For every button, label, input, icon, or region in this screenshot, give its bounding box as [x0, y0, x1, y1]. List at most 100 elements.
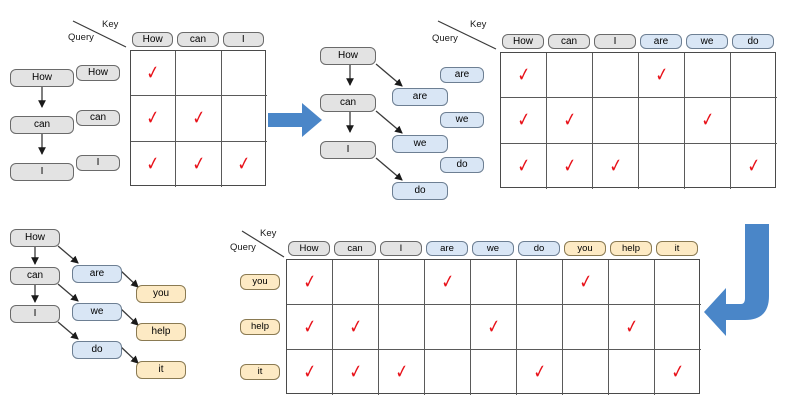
matrix-cell[interactable]	[731, 98, 777, 144]
check-icon: ✓	[301, 314, 318, 339]
check-icon: ✓	[670, 360, 686, 384]
check-icon: ✓	[301, 269, 318, 294]
matrix-cell[interactable]	[176, 51, 222, 97]
matrix-cell[interactable]	[639, 98, 685, 144]
query-label-are: are	[440, 66, 484, 83]
matrix-cell[interactable]: ✓	[287, 305, 333, 350]
key-header-we: we	[472, 241, 514, 256]
matrix-cell[interactable]: ✓	[563, 260, 609, 305]
matrix-cell[interactable]: ✓	[379, 350, 425, 395]
matrix-cell[interactable]: ✓	[287, 350, 333, 395]
matrix-cell[interactable]	[425, 350, 471, 395]
check-icon: ✓	[190, 106, 207, 130]
tree-node-how: How	[320, 47, 376, 65]
matrix-cell[interactable]: ✓	[501, 98, 547, 144]
matrix-cell[interactable]: ✓	[176, 141, 222, 187]
matrix-cell[interactable]	[593, 53, 639, 99]
matrix-cell[interactable]: ✓	[131, 141, 177, 187]
panel-3-key-query-header: Key Query	[230, 228, 286, 258]
matrix-cell[interactable]: ✓	[547, 143, 593, 189]
tree-node-can: can	[10, 116, 74, 134]
matrix-cell[interactable]	[471, 260, 517, 305]
panel-1-tree: How can I	[0, 55, 120, 185]
matrix-cell[interactable]: ✓	[425, 260, 471, 305]
check-icon: ✓	[577, 269, 594, 294]
check-icon: ✓	[515, 108, 532, 132]
matrix-cell[interactable]: ✓	[517, 350, 563, 395]
matrix-cell[interactable]	[333, 260, 379, 305]
matrix-cell[interactable]: ✓	[131, 51, 177, 97]
key-header-do: do	[732, 34, 774, 49]
matrix-cell[interactable]	[471, 350, 517, 395]
matrix-cell[interactable]	[731, 53, 777, 99]
check-icon: ✓	[561, 108, 578, 132]
check-icon: ✓	[485, 314, 502, 339]
key-header-you: you	[564, 241, 606, 256]
matrix-cell[interactable]: ✓	[639, 53, 685, 99]
matrix-cell[interactable]	[593, 98, 639, 144]
query-label: Query	[432, 33, 458, 44]
matrix-cell[interactable]	[685, 53, 731, 99]
tree-node-help: help	[136, 323, 186, 341]
matrix-cell[interactable]: ✓	[333, 305, 379, 350]
matrix-cell[interactable]: ✓	[655, 350, 701, 395]
matrix-cell[interactable]	[639, 143, 685, 189]
matrix-cell[interactable]: ✓	[593, 143, 639, 189]
matrix-cell[interactable]	[655, 260, 701, 305]
tree-node-are: are	[72, 265, 122, 283]
matrix-cell[interactable]: ✓	[287, 260, 333, 305]
query-label-help: help	[240, 318, 280, 335]
tree-node-how: How	[10, 69, 74, 87]
matrix-cell[interactable]: ✓	[131, 96, 177, 142]
matrix-cell[interactable]: ✓	[176, 96, 222, 142]
matrix-cell[interactable]: ✓	[222, 142, 267, 187]
tree-node-are: are	[392, 88, 448, 106]
key-header-can: can	[548, 34, 590, 49]
matrix-cell[interactable]	[609, 350, 655, 395]
matrix-cell[interactable]: ✓	[333, 350, 379, 395]
query-label-how: How	[76, 64, 120, 81]
matrix-cell[interactable]	[379, 305, 425, 350]
check-icon: ✓	[439, 269, 456, 294]
check-icon: ✓	[145, 106, 161, 130]
matrix-cell[interactable]	[655, 305, 701, 350]
matrix-cell[interactable]	[685, 143, 731, 189]
key-header-i: I	[594, 34, 636, 49]
tree-node-it: it	[136, 361, 186, 379]
key-header-how: How	[502, 34, 544, 49]
matrix-cell[interactable]: ✓	[547, 98, 593, 144]
matrix-cell[interactable]	[563, 350, 609, 395]
panel-3-tree: How can I are we do you help it	[8, 225, 198, 390]
matrix-cell[interactable]	[425, 305, 471, 350]
matrix-cell[interactable]: ✓	[471, 305, 517, 350]
panel-2-tree: How can I are we do	[320, 30, 450, 200]
matrix-cell[interactable]	[517, 305, 563, 350]
key-header-we: we	[686, 34, 728, 49]
check-icon: ✓	[531, 360, 548, 384]
key-label: Key	[470, 19, 487, 30]
matrix-cell[interactable]: ✓	[685, 98, 731, 144]
check-icon: ✓	[515, 62, 532, 87]
query-label-do: do	[440, 157, 484, 174]
matrix-cell[interactable]: ✓	[609, 305, 655, 350]
matrix-cell[interactable]	[221, 96, 267, 142]
query-label: Query	[68, 32, 94, 43]
check-icon: ✓	[515, 154, 532, 178]
matrix-cell[interactable]: ✓	[501, 53, 547, 99]
arrow-right-icon	[268, 100, 324, 140]
key-header-are: are	[426, 241, 468, 256]
matrix-cell[interactable]: ✓	[501, 143, 547, 189]
key-header-i: I	[222, 32, 264, 47]
matrix-cell[interactable]	[609, 260, 655, 305]
matrix-cell[interactable]	[547, 53, 593, 99]
matrix-cell[interactable]	[563, 305, 609, 350]
matrix-cell[interactable]	[221, 51, 267, 97]
matrix-cell[interactable]	[517, 260, 563, 305]
key-header-how: How	[132, 32, 174, 47]
key-header-help: help	[610, 241, 652, 256]
key-header-how: How	[288, 241, 330, 256]
matrix-cell[interactable]	[379, 260, 425, 305]
matrix-cell[interactable]: ✓	[731, 144, 777, 189]
panel-2-key-query-header: Key Query	[432, 18, 500, 50]
